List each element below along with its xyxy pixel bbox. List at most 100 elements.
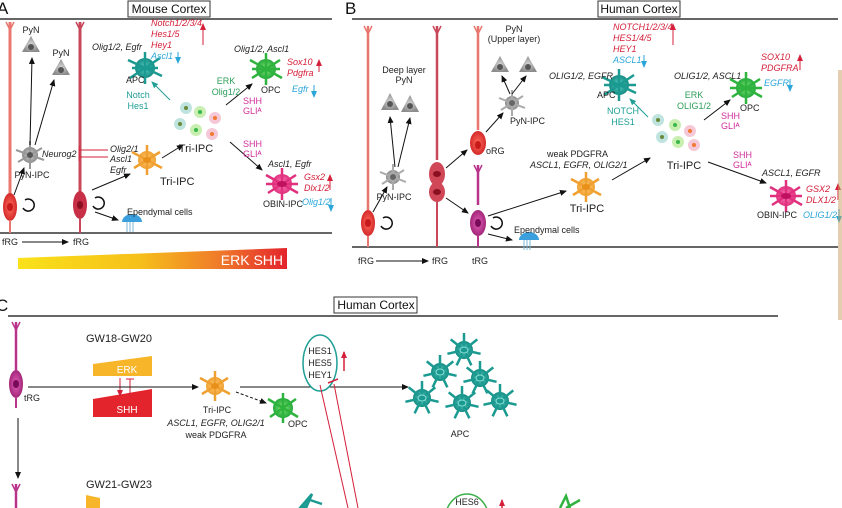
apc-down-gene: Ascl1 — [150, 51, 173, 61]
opc-markers: OLIG1/2, ASCL1 — [674, 71, 741, 81]
erk-shh-gradient — [18, 248, 287, 269]
shh-label: SHH — [733, 150, 752, 160]
self-renew-arrow-icon — [92, 196, 105, 210]
radial-glia-frg-left — [361, 25, 375, 247]
obin-down-gene: Olig1/2 — [302, 197, 331, 207]
opc-cell — [249, 53, 283, 85]
panel-c-title-box — [333, 296, 418, 314]
pyn-ipc-label: PyN-IPC — [376, 192, 412, 202]
inhibition-line — [319, 384, 349, 508]
apc-down-gene: ASCL1 — [612, 55, 642, 65]
apc-up-gene: Notch1/2/3/4 — [151, 18, 202, 28]
radial-glia-trg — [11, 483, 21, 508]
tri-ipc-cell — [570, 172, 602, 202]
tri-ipc-markers: ASCL1, EGFR, OLIG2/1 — [529, 160, 628, 170]
radial-glia-trg — [9, 321, 23, 408]
panel-a-title: Mouse Cortex — [132, 2, 207, 16]
hes-gene: HES5 — [308, 358, 332, 368]
tri-ipc-label: Tri-IPC — [570, 203, 604, 215]
opc-cell — [558, 492, 581, 508]
apc-cell — [447, 333, 481, 366]
apc-cell — [483, 384, 517, 417]
pyn-ipc-label: PyN-IPC — [14, 170, 50, 180]
frg-label: fRG — [2, 237, 18, 247]
apc-cell — [445, 386, 479, 419]
opc-label: OPC — [740, 103, 760, 113]
neurog2-label: Neurog2 — [42, 149, 77, 159]
frg-label: fRG — [358, 256, 374, 266]
inhibition-icon — [78, 146, 108, 161]
apc-label: APC — [451, 429, 470, 439]
obin-ipc-label: OBIN-IPC — [263, 199, 304, 209]
gli-label: GLIᴬ — [243, 149, 263, 159]
radial-glia-frg-right — [429, 25, 445, 247]
shh-wedge-label: SHH — [116, 405, 137, 416]
gli-label: GLIᴬ — [733, 160, 753, 170]
panel-a-title-box — [127, 0, 211, 18]
obin-up-gene: GSX2 — [806, 184, 830, 194]
self-renew-arrow-icon — [380, 216, 393, 230]
trg-label: tRG — [472, 256, 488, 266]
inhib-gene: Olig2/1 — [110, 144, 139, 154]
obin-up-gene: Gsx2 — [304, 172, 325, 182]
ependymal-cell — [519, 232, 539, 250]
edge-artifact — [838, 70, 842, 320]
gli-label: GLIᴬ — [243, 106, 263, 116]
erk-wedge-label: ERK — [117, 365, 138, 376]
pyn-ipc-label: PyN-IPC — [510, 116, 546, 126]
apc-cluster — [405, 333, 517, 419]
apc-markers: OLIG1/2, EGFR — [549, 71, 614, 81]
pyn-label: PyN — [52, 48, 69, 58]
hes-gene: HEY1 — [308, 370, 332, 380]
erk-wedge — [86, 495, 100, 508]
apc-up-gene: Hey1 — [151, 40, 172, 50]
hes6-ellipse — [446, 493, 488, 508]
obin-up-gene: Dlx1/2 — [304, 183, 330, 193]
radial-glia-org — [470, 25, 486, 155]
hes-genes-ellipse — [302, 334, 338, 392]
tri-ipc-label: Tri-IPC — [160, 176, 194, 188]
stage-label-gw18: GW18-GW20 — [86, 333, 152, 345]
pyn-cell — [52, 59, 70, 75]
hes-gene: HES1 — [308, 346, 332, 356]
apc-cell — [405, 381, 439, 414]
self-renew-arrow-icon — [490, 216, 503, 230]
obin-markers: Ascl1, Egfr — [267, 159, 313, 169]
upper-pyn-label: PyN — [505, 24, 522, 34]
apc-cell — [298, 493, 323, 508]
pyn-cell — [519, 56, 537, 72]
deep-pyn-label: Deep layer — [382, 65, 426, 75]
tri-ipc-cluster — [174, 102, 221, 140]
opc-markers: Olig1/2, Ascl1 — [234, 44, 289, 54]
olig-label: Olig1/2 — [212, 87, 241, 97]
tri-ipc-cluster-label: Tri-IPC — [667, 160, 701, 172]
apc-cell — [601, 69, 637, 101]
opc-label: OPC — [288, 419, 308, 429]
shh-label: SHH — [721, 111, 740, 121]
pyn-cell — [22, 36, 40, 52]
tri-ipc-cell — [199, 371, 231, 401]
apc-up-gene: Hes1/5 — [151, 29, 181, 39]
panel-c: C Human Cortex tRG GW18-GW20 GW21-GW23 E… — [0, 296, 778, 508]
ependymal-label: Ependymal cells — [514, 225, 580, 235]
hes6-label: HES6 — [455, 497, 479, 507]
apc-up-gene: HEY1 — [613, 44, 637, 54]
erk-wedge — [93, 356, 152, 376]
pyn-cell — [401, 95, 419, 112]
apc-markers: Olig1/2, Egfr — [92, 42, 143, 52]
panel-letter-c: C — [0, 296, 8, 315]
frg-label: fRG — [73, 237, 89, 247]
pyn-label: PyN — [22, 25, 39, 35]
pyn-ipc-cell — [379, 164, 407, 190]
tri-ipc-cluster — [652, 114, 700, 151]
upper-pyn-label: (Upper layer) — [488, 34, 541, 44]
pyn-cell — [491, 56, 509, 72]
ependymal-cell — [122, 214, 142, 232]
self-renew-arrow-icon — [22, 198, 35, 212]
inhibition-icon — [327, 378, 339, 384]
opc-label: OPC — [261, 85, 281, 95]
apc-cell — [423, 355, 457, 388]
inhib-gene: Egfr — [110, 165, 128, 175]
panel-b-title-box — [597, 0, 681, 18]
apc-cell — [463, 361, 497, 394]
